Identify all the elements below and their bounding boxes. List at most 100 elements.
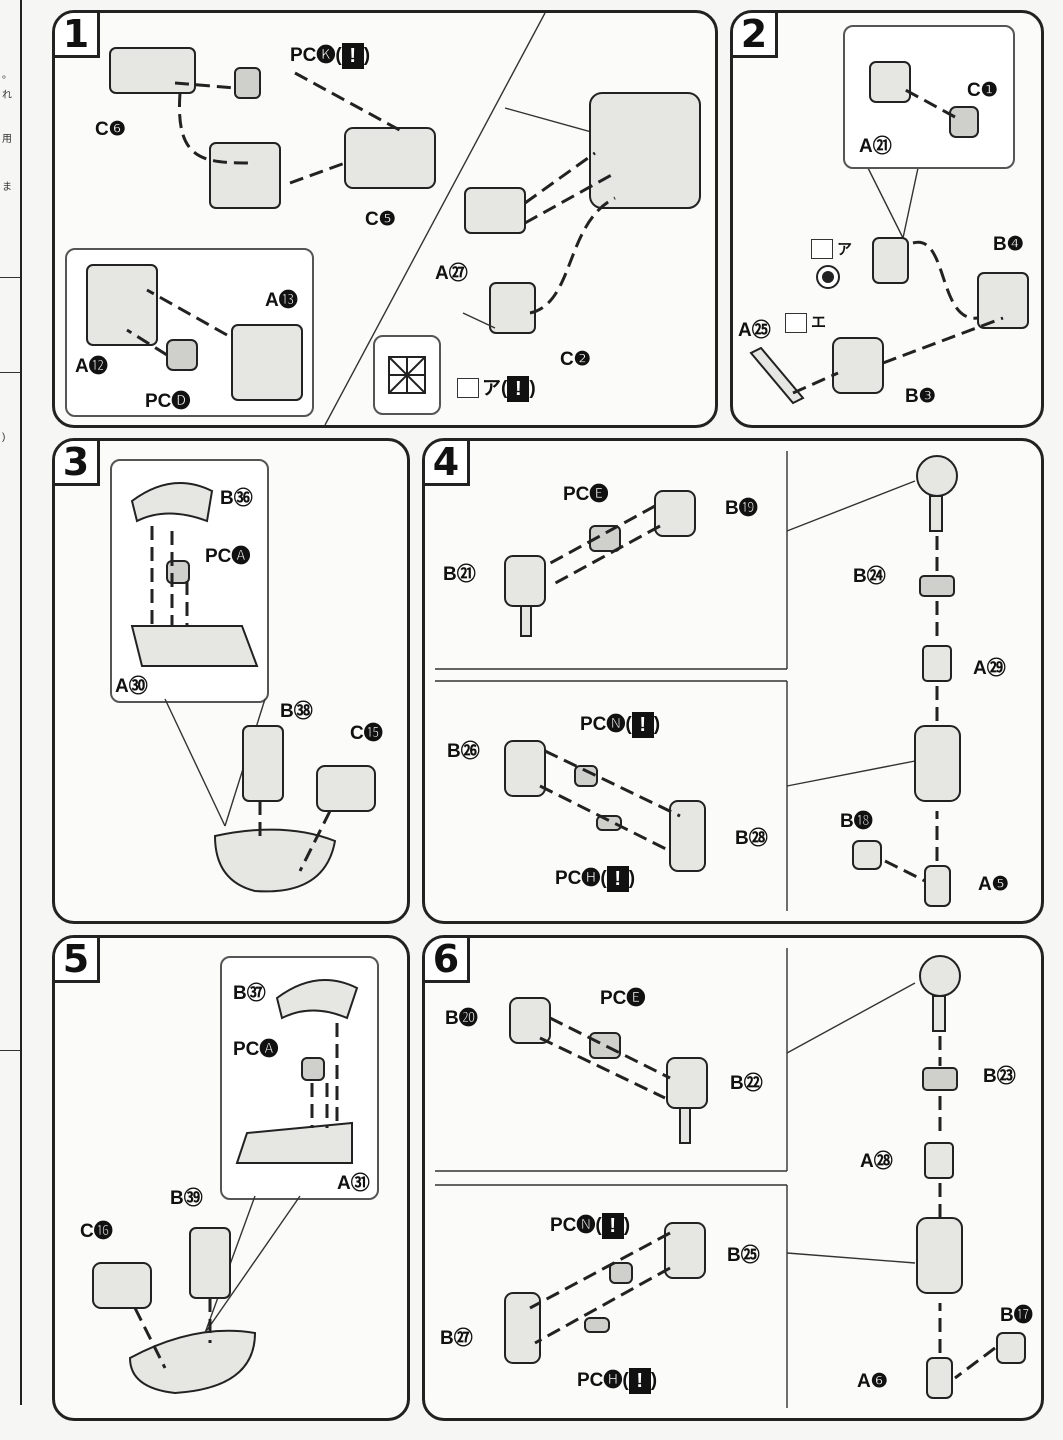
label-c2: C❷ xyxy=(560,349,591,370)
label-pck: PC🅚(!) xyxy=(290,42,371,69)
label-a21: A㉑ xyxy=(859,136,892,157)
label-mark-a: ア xyxy=(837,241,853,258)
step-number: 4 xyxy=(425,441,470,486)
warning-icon: ! xyxy=(628,1367,651,1394)
margin-divider xyxy=(0,1050,20,1051)
step-1-inset xyxy=(65,248,314,417)
label-c6: C❻ xyxy=(95,119,126,140)
label-b22: B㉒ xyxy=(730,1073,763,1094)
label-c16: C⓰ xyxy=(80,1221,113,1242)
part-b4-shape xyxy=(977,272,1029,329)
step-5-diagram xyxy=(92,1195,301,1395)
label-pca: PC🅐 xyxy=(233,1039,279,1060)
step-1-panel: 1 C❻ PC🅚(!) xyxy=(52,10,718,428)
step-number: 2 xyxy=(733,13,778,58)
part-pck-shape xyxy=(234,67,261,99)
part-c16-shape xyxy=(92,1262,152,1309)
part-joint-head xyxy=(919,955,961,997)
part-b20-shape xyxy=(509,997,551,1044)
part-leg-shape xyxy=(914,725,961,802)
label-a13: A⓭ xyxy=(265,290,298,311)
part-b18-shape xyxy=(852,840,882,870)
label-b37: B㊲ xyxy=(233,983,266,1004)
label-a28: A㉘ xyxy=(860,1151,893,1172)
label-b17: B⓱ xyxy=(1000,1305,1033,1326)
warning-icon: ! xyxy=(631,711,654,738)
label-a27: A㉗ xyxy=(435,263,468,284)
margin-text: 。 xyxy=(2,70,12,81)
part-b3-shape xyxy=(832,337,884,394)
part-b17-shape xyxy=(996,1332,1026,1364)
label-c15: C⓯ xyxy=(350,723,383,744)
part-b22-shape xyxy=(666,1057,708,1109)
part-boat-shape xyxy=(213,828,337,893)
part-b25-shape xyxy=(664,1222,706,1279)
label-b39: B㊴ xyxy=(170,1188,203,1209)
step-number: 3 xyxy=(55,441,100,486)
part-pcn-shape xyxy=(609,1262,633,1284)
part-b19-shape xyxy=(654,490,696,537)
part-pce-shape xyxy=(589,1032,621,1059)
label-sticker-a: ア(!) xyxy=(482,375,536,402)
label-a12: A⓬ xyxy=(75,356,108,377)
label-pcn: PC🅝(!) xyxy=(580,711,661,738)
label-b18: B⓲ xyxy=(840,811,873,832)
label-a5: A❺ xyxy=(978,874,1009,895)
label-b27: B㉗ xyxy=(440,1328,473,1349)
part-boat-shape xyxy=(128,1329,257,1395)
step-3-diagram xyxy=(164,698,376,893)
margin-divider xyxy=(0,277,20,278)
part-leg-shape xyxy=(916,1217,963,1294)
step-3-panel: 3 B㊱ PC🅐 A㉚ B㊳ C⓯ xyxy=(52,438,410,924)
part-c15-shape xyxy=(316,765,376,812)
step-1-diagram xyxy=(109,13,701,425)
step-3-inset xyxy=(110,459,269,703)
step-5-inset xyxy=(220,956,379,1200)
sticker-icon xyxy=(811,239,833,259)
label-b28: B㉘ xyxy=(735,828,768,849)
label-b4: B❹ xyxy=(993,234,1024,255)
part-a25-shape xyxy=(749,346,805,405)
label-mark-e: エ xyxy=(811,314,827,331)
part-a29-shape xyxy=(922,645,952,682)
label-pce: PC🅔 xyxy=(563,484,609,505)
label-a25: A㉕ xyxy=(738,320,771,341)
part-c5-shape xyxy=(344,127,436,189)
warning-icon: ! xyxy=(507,375,530,402)
part-b38-shape xyxy=(242,725,284,802)
label-b38: B㊳ xyxy=(280,701,313,722)
warning-icon: ! xyxy=(606,865,629,892)
part-c2-shape xyxy=(489,282,536,334)
label-pce: PC🅔 xyxy=(600,988,646,1009)
label-a6: A❻ xyxy=(857,1371,888,1392)
step-6-diagram xyxy=(435,948,1026,1408)
label-c1: C❶ xyxy=(967,80,998,101)
label-b25: B㉕ xyxy=(727,1245,760,1266)
sticker-icon xyxy=(785,313,807,333)
part-b26-shape xyxy=(504,740,546,797)
label-a29: A㉙ xyxy=(973,658,1006,679)
step-number: 6 xyxy=(425,938,470,983)
part-b27-shape xyxy=(504,1292,541,1364)
step-number: 5 xyxy=(55,938,100,983)
margin-divider xyxy=(0,372,20,373)
step-number: 1 xyxy=(55,13,100,58)
step-5-panel: 5 B㊲ PC🅐 A㉛ B㊴ C⓰ xyxy=(52,935,410,1421)
label-b21: B㉑ xyxy=(443,564,476,585)
label-b19: B⓳ xyxy=(725,498,758,519)
part-b24-shape xyxy=(919,575,955,597)
part-b21-shape xyxy=(504,555,546,607)
label-b20: B⓴ xyxy=(445,1008,478,1029)
part-c6-shape xyxy=(109,47,196,94)
step-1-sticker-inset xyxy=(373,335,441,415)
label-pca: PC🅐 xyxy=(205,546,251,567)
part-joint-head xyxy=(916,455,958,497)
part-a5-shape xyxy=(924,865,951,907)
label-b26: B㉖ xyxy=(447,741,480,762)
label-c5: C❺ xyxy=(365,209,396,230)
margin-text: ) xyxy=(2,432,6,443)
margin-text: れ xyxy=(2,90,12,101)
sticker-icon xyxy=(457,378,479,398)
step-2-diagram xyxy=(749,167,1029,405)
warning-icon: ! xyxy=(601,1212,624,1239)
